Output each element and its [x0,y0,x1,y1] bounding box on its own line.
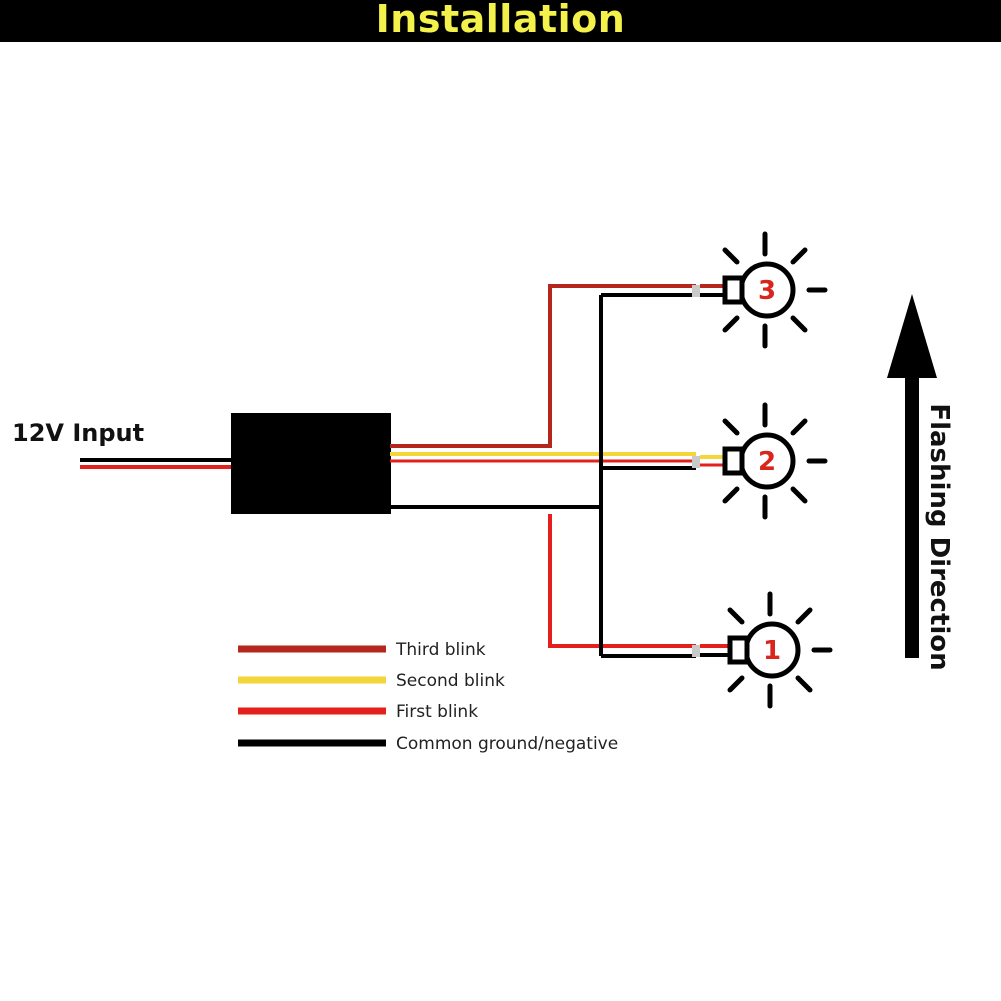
legend-label-second: Second blink [396,671,505,691]
lamp-2-rays [722,402,828,520]
wiring-diagram: 12V Input 3 [12,231,954,754]
output-wires [390,284,696,658]
legend: Third blink Second blink First blink Com… [238,640,618,754]
up-arrow-icon [887,294,937,658]
wire-first-blink [548,514,696,648]
lamp-2: 2 [692,402,828,520]
input-label: 12V Input [12,419,144,447]
wire-third-blink [390,284,696,448]
lamp-1-number: 1 [763,636,781,666]
lamp-2-number: 2 [758,447,776,477]
title-banner: Installation [0,0,1001,42]
lamp-1-rays [727,591,833,709]
legend-label-ground: Common ground/negative [396,734,618,754]
page-title: Installation [375,0,626,41]
legend-label-third: Third blink [395,640,486,660]
lamp-1: 1 [692,591,833,709]
direction-label: Flashing Direction [924,403,954,670]
flasher-module [231,413,391,514]
legend-label-first: First blink [396,702,478,722]
lamp-3: 3 [692,231,828,349]
lamp-3-number: 3 [758,276,776,306]
lamp-3-rays [722,231,828,349]
